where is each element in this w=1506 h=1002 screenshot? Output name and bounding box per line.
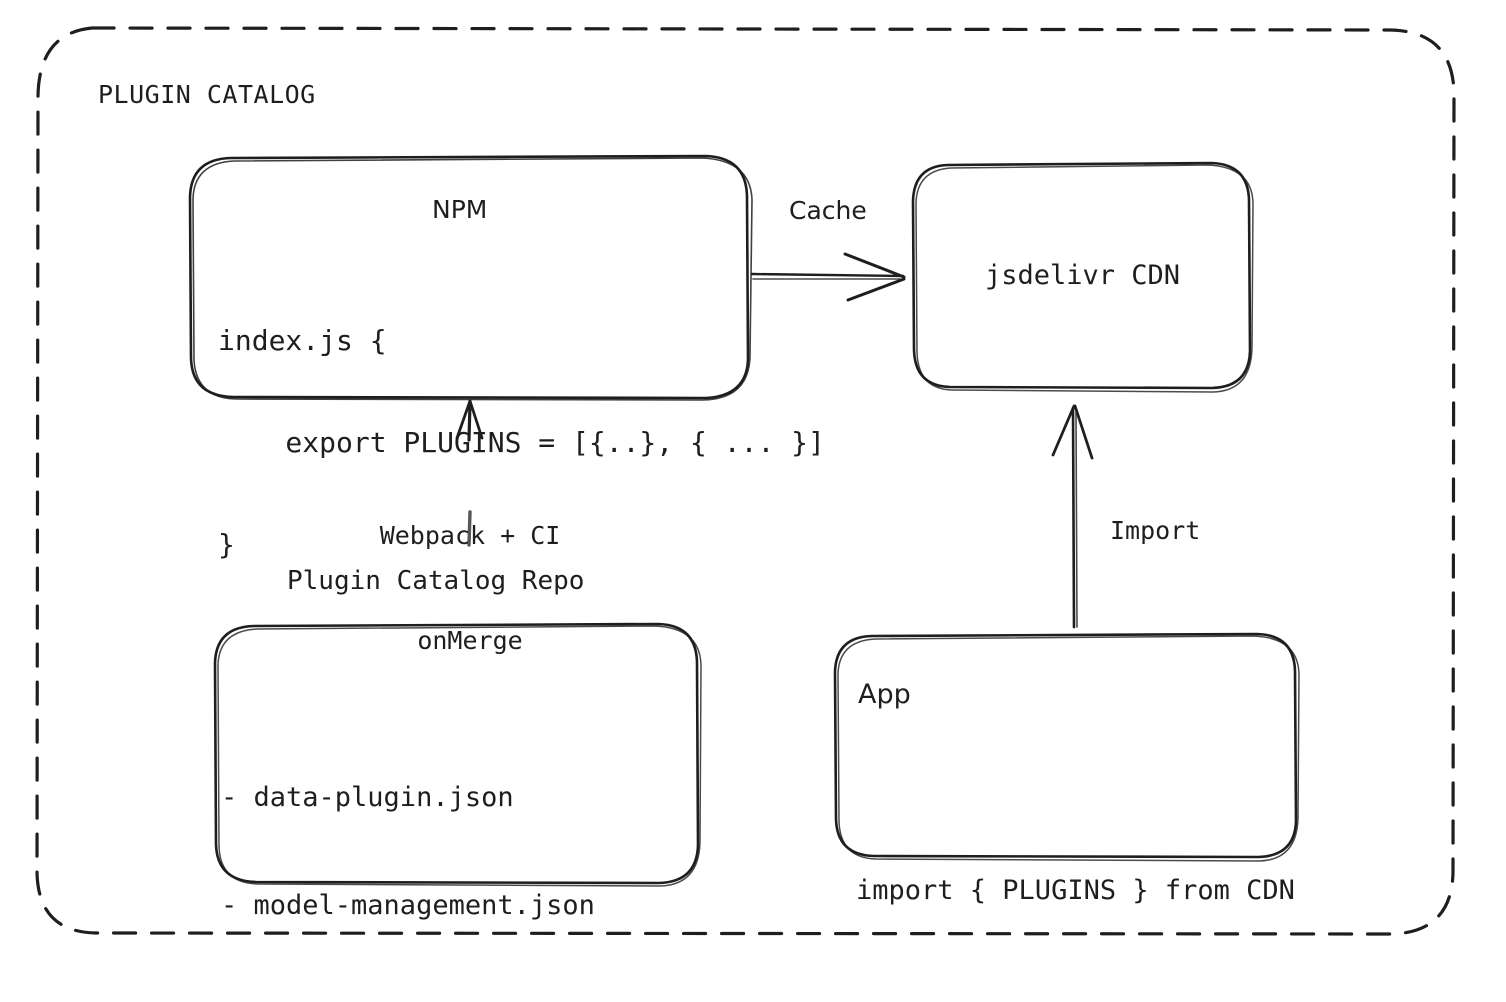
node-npm-title: NPM (432, 195, 488, 224)
node-cdn-title: jsdelivr CDN (985, 260, 1181, 291)
edge-label-cache: Cache (789, 196, 867, 225)
npm-code-line: export PLUGINS = [{..}, { ... }] (218, 426, 825, 459)
list-item: - model-management.json (221, 890, 595, 921)
edge-label-import: Import (1110, 516, 1201, 545)
node-repo-file-list: - data-plugin.json - model-management.js… (221, 708, 595, 1002)
npm-code-line: index.js { (218, 324, 387, 357)
npm-code-line: } (218, 528, 235, 561)
list-item: - data-plugin.json (221, 782, 514, 813)
edge-label-webpack-ci: Webpack + CI onMerge (370, 448, 570, 728)
edge-label-line: Webpack + CI (379, 521, 561, 550)
edge-label-line: onMerge (417, 626, 523, 655)
node-npm-code: index.js { export PLUGINS = [{..}, { ...… (218, 256, 825, 630)
group-title: PLUGIN CATALOG (98, 80, 316, 109)
node-app-code: import { PLUGINS } from CDN PLUGINS.forE… (856, 736, 1295, 1002)
edge-app-to-cdn (1051, 404, 1094, 629)
app-code-line: import { PLUGINS } from CDN (856, 875, 1295, 906)
node-repo-caption: Plugin Catalog Repo (287, 566, 585, 596)
list-item: ... (221, 996, 595, 1002)
node-app-title: App (858, 679, 911, 710)
